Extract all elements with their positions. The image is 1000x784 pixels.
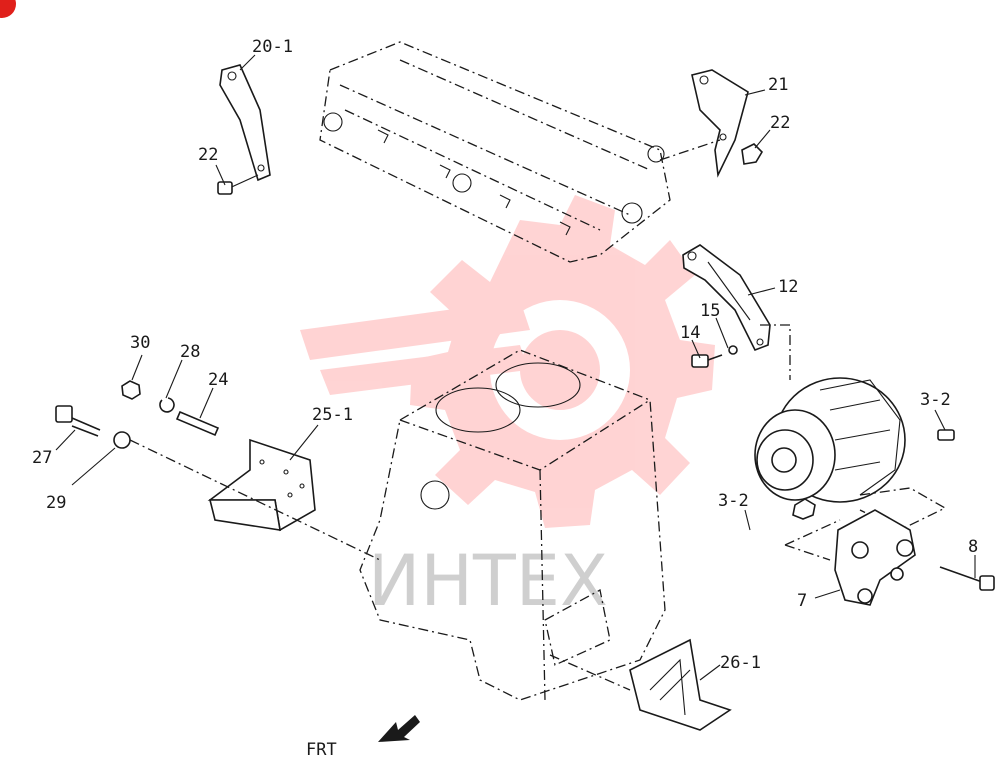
callout-21: 21 [768,75,788,95]
callout-22-left: 22 [198,145,218,165]
bolt-27 [55,405,101,437]
alternator-bracket-7 [784,509,995,606]
callout-22-right: 22 [770,113,790,133]
engine-block [359,349,666,701]
bracket-20-1 [217,64,271,195]
arrow-icon [378,715,420,742]
callout-29: 29 [46,493,66,513]
callout-27: 27 [32,448,52,468]
callout-12: 12 [778,277,798,297]
alternator [754,377,955,531]
mount-bracket-25-1 [129,438,381,561]
callout-28: 28 [180,342,200,362]
callout-24: 24 [208,370,228,390]
stud-24 [175,410,220,437]
callout-14: 14 [680,323,700,343]
front-direction-label: FRT [306,740,337,760]
callout-3-2-bottom: 3-2 [718,491,749,511]
ring-28 [159,397,175,413]
leader-lines [55,54,976,681]
washer-29 [113,431,131,449]
nut-30 [121,380,141,400]
watermark-text: ИНТЕХ [368,540,608,622]
cylinder-head-cover [319,41,671,263]
watermark-gear-logo [300,195,715,528]
callout-15: 15 [700,301,720,321]
bracket-21 [659,69,764,178]
adjusting-plate-12 [682,244,791,380]
callout-25-1: 25-1 [312,405,353,425]
callout-20-1: 20-1 [252,37,293,57]
callout-3-2-top: 3-2 [920,390,951,410]
callout-26-1: 26-1 [720,653,761,673]
bracket-26-1 [549,638,732,731]
callout-7: 7 [797,591,807,611]
callout-8: 8 [968,537,978,557]
corner-badge [0,0,16,18]
callout-30: 30 [130,333,150,353]
